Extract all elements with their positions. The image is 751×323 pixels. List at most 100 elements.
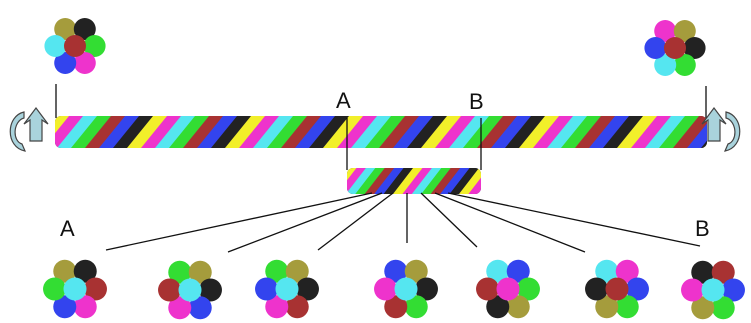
strand-circle: [414, 277, 438, 301]
rope-strand-stripe: [561, 116, 602, 148]
strand-circle: [73, 295, 97, 319]
strand-circle: [188, 296, 212, 320]
strand-circle: [644, 37, 667, 59]
rope-strand-stripe: [155, 116, 196, 148]
fan-line-2: [227, 192, 383, 253]
strand-circle: [664, 37, 686, 59]
rotate-clockwise-arrow-icon: [701, 107, 741, 152]
rope-strand-stripe: [519, 116, 560, 148]
rope-strand-stripe: [355, 168, 386, 194]
strand-circle: [476, 277, 500, 301]
strand-circle: [73, 51, 96, 74]
cross-section-bottom-3: [255, 259, 319, 319]
rope-strand-stripe: [603, 116, 644, 148]
rope-strand-stripe: [421, 116, 462, 148]
strand-circle: [54, 18, 77, 41]
strand-circle: [43, 277, 67, 301]
rope-strand-stripe: [491, 116, 532, 148]
rope-strand-stripe: [197, 116, 238, 148]
strand-circle: [384, 259, 408, 283]
strand-circle: [53, 259, 77, 283]
rope-strand-stripe: [253, 116, 294, 148]
strand-circle: [691, 260, 715, 284]
strand-circle: [198, 278, 222, 302]
rope-strand-stripe: [544, 168, 574, 194]
rope-strand-stripe: [270, 168, 300, 194]
fan-line-7: [447, 192, 701, 247]
rope-strand-stripe: [505, 116, 546, 148]
rope-strand-stripe: [459, 168, 481, 194]
rope-strand-stripe: [449, 116, 490, 148]
strand-circle: [53, 295, 77, 319]
rope-strand-stripe: [435, 116, 476, 148]
rope-strand-stripe: [421, 168, 452, 194]
strand-circle: [615, 295, 639, 319]
rotate-counterclockwise-arrow-icon: [9, 107, 49, 152]
strand-circle: [178, 278, 202, 302]
strand-circle: [404, 259, 428, 283]
twisted-rope: [55, 116, 707, 148]
strand-circle: [384, 295, 408, 319]
strand-circle: [63, 277, 87, 301]
strand-circle: [691, 296, 715, 320]
rope-strand-stripe: [55, 116, 84, 148]
rope-strand-stripe: [299, 168, 329, 194]
fan-line-1: [105, 192, 373, 251]
strand-circle: [654, 53, 677, 76]
strand-circle: [73, 259, 97, 283]
strand-circle: [374, 277, 398, 301]
strand-circle: [683, 37, 706, 59]
rope-strand-stripe: [267, 116, 308, 148]
label-a-top: A: [336, 88, 351, 113]
rope-strand-stripe: [393, 168, 424, 194]
strand-circle: [516, 277, 540, 301]
rope-strand-stripe: [71, 116, 112, 148]
rope-strand-stripe: [309, 116, 350, 148]
fan-line-5: [420, 192, 478, 248]
rope-strand-stripe: [477, 116, 518, 148]
strand-circle: [168, 296, 192, 320]
rope-strand-stripe: [211, 116, 252, 148]
rope-strand-stripe: [533, 116, 574, 148]
rope-strand-stripe: [393, 116, 434, 148]
rope-strand-stripe: [525, 168, 555, 194]
rope-strand-stripe: [127, 116, 168, 148]
rope-strand-stripe: [506, 168, 536, 194]
strand-circle: [681, 278, 705, 302]
strand-circle: [285, 259, 309, 283]
rope-strand-stripe: [687, 116, 707, 148]
strand-circle: [73, 18, 96, 41]
strand-circle: [265, 259, 289, 283]
strand-circle: [673, 53, 696, 76]
strand-circle: [673, 20, 696, 43]
rope-strand-stripe: [280, 168, 310, 194]
strand-circle: [83, 35, 106, 57]
cross-section-bottom-1: [43, 259, 107, 319]
cross-section-bottom-4: [374, 259, 438, 319]
strand-circle: [83, 277, 107, 301]
strand-circle: [711, 296, 735, 320]
rope-strand-stripe: [589, 116, 630, 148]
strand-circle: [255, 277, 279, 301]
rope-strand-stripe: [351, 116, 392, 148]
rope-strand-stripe: [113, 116, 154, 148]
strand-circle: [486, 259, 510, 283]
label-b-bottom: B: [695, 216, 710, 241]
rope-strand-stripe: [261, 168, 291, 194]
rope-strand-stripe: [497, 168, 527, 194]
rope-strand-stripe: [347, 168, 358, 194]
rope-strand-stripe: [411, 168, 442, 194]
strand-circle: [595, 295, 619, 319]
strand-circle: [721, 278, 745, 302]
rope-strand-stripe: [487, 168, 517, 194]
rope-strand-stripe: [547, 116, 588, 148]
rope-strand-stripe: [402, 168, 433, 194]
rope-segment-zoom: [261, 168, 574, 194]
strand-circle: [595, 259, 619, 283]
rope-strand-stripe: [645, 116, 686, 148]
strand-circle: [394, 277, 418, 301]
rope-strand-stripe: [225, 116, 266, 148]
rope-strand-stripe: [463, 116, 504, 148]
fan-line-6: [434, 192, 586, 253]
